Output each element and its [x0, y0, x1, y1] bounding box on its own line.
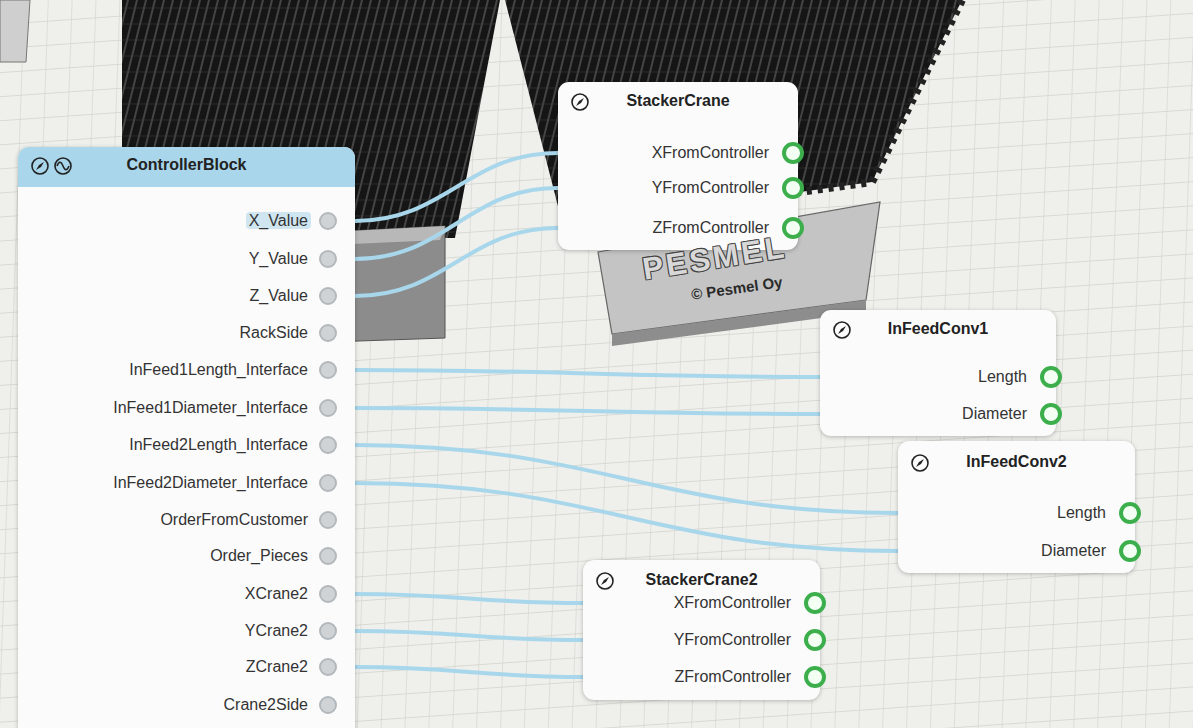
- port-row: YFromController: [649, 177, 772, 199]
- output-port: [782, 177, 804, 199]
- input-port: [319, 324, 337, 342]
- port-row: OrderFromCustomer: [157, 509, 311, 531]
- input-port: [319, 658, 337, 676]
- port-label: Order_Pieces: [207, 547, 311, 564]
- signal-connection: [355, 667, 583, 677]
- port-row: Order_Pieces: [207, 545, 311, 567]
- port-label: YFromController: [671, 631, 794, 648]
- output-port: [804, 666, 826, 688]
- compass-icon: [832, 320, 852, 340]
- input-port: [319, 436, 337, 454]
- port-row: YCrane2: [242, 620, 311, 642]
- port-row: Length: [1054, 502, 1109, 524]
- compass-icon: [570, 92, 590, 112]
- rack-edge: [0, 0, 30, 62]
- port-label: ZCrane2: [243, 658, 311, 675]
- port-row: X_Value: [246, 210, 311, 232]
- output-port: [782, 142, 804, 164]
- port-label: Z_Value: [247, 287, 311, 304]
- port-row: XFromController: [671, 592, 794, 614]
- input-port: [319, 361, 337, 379]
- input-port: [319, 287, 337, 305]
- port-label: InFeed2Length_Interface: [126, 436, 311, 453]
- block-title: InFeedConv2: [966, 453, 1066, 471]
- input-port: [319, 511, 337, 529]
- component-block: StackerCrane2XFromControllerYFromControl…: [583, 560, 820, 700]
- component-block: InFeedConv2LengthDiameter: [898, 441, 1135, 573]
- block-title: ControllerBlock: [126, 156, 246, 174]
- block-title: InFeedConv1: [888, 320, 988, 338]
- port-label: InFeed1Diameter_Interface: [110, 399, 311, 416]
- output-port: [1040, 403, 1062, 425]
- port-row: InFeed2Diameter_Interface: [110, 472, 311, 494]
- port-row: InFeed1Length_Interface: [126, 359, 311, 381]
- port-row: XFromController: [649, 142, 772, 164]
- input-port: [319, 585, 337, 603]
- output-port: [804, 592, 826, 614]
- port-label: XFromController: [649, 144, 772, 161]
- port-row: YFromController: [671, 629, 794, 651]
- port-label: X_Value: [246, 212, 311, 229]
- port-label: InFeed1Length_Interface: [126, 361, 311, 378]
- port-row: XCrane2: [242, 583, 311, 605]
- block-title: StackerCrane: [626, 92, 729, 110]
- port-row: Z_Value: [247, 285, 311, 307]
- compass-icon: [910, 453, 930, 473]
- output-port: [804, 629, 826, 651]
- compass-icon: [595, 571, 615, 591]
- port-label: YCrane2: [242, 622, 311, 639]
- port-label: ZFromController: [672, 668, 794, 685]
- controller-block: ControllerBlockX_ValueY_ValueZ_ValueRack…: [18, 147, 355, 728]
- output-port: [782, 217, 804, 239]
- port-row: Diameter: [959, 403, 1030, 425]
- signal-connection: [355, 228, 558, 296]
- port-label: Length: [1054, 504, 1109, 521]
- input-port: [319, 250, 337, 268]
- port-row: Crane2Side: [221, 694, 312, 716]
- signal-connection: [355, 483, 898, 551]
- port-label: Diameter: [1038, 542, 1109, 559]
- signal-connection: [355, 188, 558, 259]
- port-label: InFeed2Diameter_Interface: [110, 474, 311, 491]
- component-block: StackerCraneXFromControllerYFromControll…: [558, 82, 798, 250]
- port-row: Length: [975, 366, 1030, 388]
- port-label: XFromController: [671, 594, 794, 611]
- signal-connection: [355, 408, 820, 414]
- port-label: XCrane2: [242, 585, 311, 602]
- port-row: RackSide: [237, 322, 311, 344]
- output-port: [1040, 366, 1062, 388]
- signal-connection: [355, 445, 898, 513]
- signal-connection: [355, 631, 583, 640]
- input-port: [319, 212, 337, 230]
- port-row: InFeed1Diameter_Interface: [110, 397, 311, 419]
- port-row: InFeed2Length_Interface: [126, 434, 311, 456]
- signal-connection: [355, 153, 558, 221]
- port-label: YFromController: [649, 179, 772, 196]
- output-port: [1119, 502, 1141, 524]
- input-port: [319, 399, 337, 417]
- port-label: OrderFromCustomer: [157, 511, 311, 528]
- port-row: Diameter: [1038, 540, 1109, 562]
- input-port: [319, 474, 337, 492]
- input-port: [319, 696, 337, 714]
- compass-icon: [30, 156, 50, 176]
- component-block: InFeedConv1LengthDiameter: [820, 310, 1056, 436]
- port-row: Y_Value: [246, 248, 311, 270]
- signal-connection: [355, 370, 820, 377]
- output-port: [1119, 540, 1141, 562]
- port-label: Length: [975, 368, 1030, 385]
- port-label: RackSide: [237, 324, 311, 341]
- signal-icon: [53, 156, 73, 176]
- port-row: ZFromController: [672, 666, 794, 688]
- block-title: StackerCrane2: [645, 571, 757, 589]
- port-label: Crane2Side: [221, 696, 312, 713]
- input-port: [319, 547, 337, 565]
- input-port: [319, 622, 337, 640]
- port-row: ZCrane2: [243, 656, 311, 678]
- signal-connection: [355, 594, 583, 603]
- port-label: Y_Value: [246, 250, 311, 267]
- port-label: Diameter: [959, 405, 1030, 422]
